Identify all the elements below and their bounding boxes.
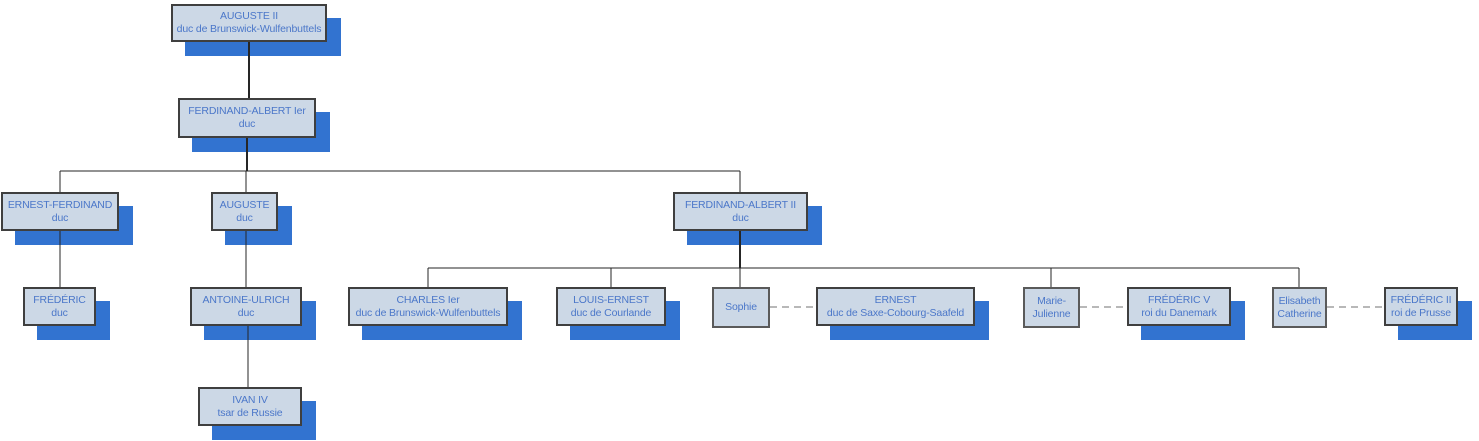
person-name: ANTOINE-ULRICH <box>202 293 290 306</box>
person-title: duc de Saxe-Cobourg-Saafeld <box>826 306 965 319</box>
person-title: duc <box>236 211 253 224</box>
person-name: AUGUSTE <box>219 198 270 211</box>
person-name: FERDINAND-ALBERT Ier <box>188 105 306 117</box>
person-title: duc <box>237 306 255 319</box>
person-title: roi du Danemark <box>1141 306 1217 319</box>
person-title: duc <box>238 118 256 130</box>
person-title: duc de Brunswick-Wulfenbuttels <box>176 23 322 35</box>
person-title: duc <box>51 306 68 319</box>
person-name: FRÉDÉRIC V <box>1147 293 1211 306</box>
tree-node-marie-julienne[interactable]: Marie-Julienne <box>1023 287 1080 328</box>
person-name: ERNEST <box>874 293 917 306</box>
person-title: duc de Brunswick-Wulfenbuttels <box>355 306 501 319</box>
person-name: AUGUSTE II <box>219 10 278 22</box>
person-title: duc de Courlande <box>570 306 652 319</box>
person-name: Sophie <box>725 301 757 313</box>
person-title: duc <box>51 211 69 224</box>
person-name: Elisabeth <box>1278 294 1321 307</box>
person-name: ERNEST-FERDINAND <box>7 198 113 211</box>
person-name: Marie- <box>1037 294 1066 307</box>
person-name: LOUIS-ERNEST <box>573 293 649 306</box>
person-title: tsar de Russie <box>217 406 283 419</box>
person-name: FERDINAND-ALBERT II <box>684 198 797 211</box>
tree-node-sophie[interactable]: Sophie <box>712 287 770 328</box>
person-name: FRÉDÉRIC II <box>1390 293 1452 306</box>
person-name: FRÉDÉRIC <box>33 293 86 306</box>
person-title: Julienne <box>1032 307 1071 320</box>
person-title: duc <box>732 211 749 224</box>
person-title: roi de Prusse <box>1391 306 1451 319</box>
person-title: Catherine <box>1277 307 1322 320</box>
person-name: IVAN IV <box>232 393 268 406</box>
person-name: CHARLES Ier <box>396 293 460 306</box>
